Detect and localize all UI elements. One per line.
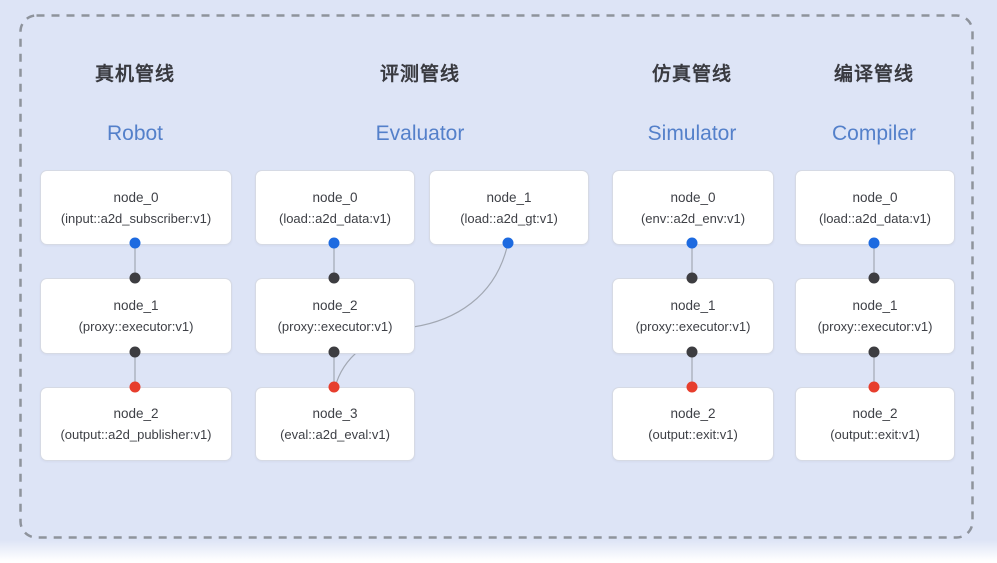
pipeline-title-en: Evaluator [375, 122, 465, 145]
node-title: node_2 [670, 406, 716, 421]
node-card-robot-node-2: node_2 (output::a2d_publisher:v1) [40, 387, 232, 461]
node-impl: (load::a2d_data:v1) [278, 210, 392, 226]
pipeline-title-en: Robot [106, 122, 164, 145]
node-title: node_2 [312, 298, 358, 313]
pipeline-title-zh: 真机管线 [94, 64, 175, 85]
node-impl: (output::exit:v1) [648, 427, 738, 442]
pipeline-header-evaluator: 评测管线 Evaluator [310, 62, 530, 147]
node-card-evaluator-node-2: node_2 (proxy::executor:v1) [255, 278, 415, 354]
node-card-evaluator-node-3: node_3 (eval::a2d_eval:v1) [255, 387, 415, 461]
pipeline-title-en: Compiler [831, 122, 917, 145]
node-impl: (proxy::executor:v1) [635, 319, 751, 334]
node-impl: (env::a2d_env:v1) [640, 210, 746, 226]
pipeline-header-compiler: 编译管线 Compiler [764, 62, 984, 147]
node-card-robot-node-1: node_1 (proxy::executor:v1) [40, 278, 232, 354]
node-impl: (output::exit:v1) [830, 427, 920, 442]
node-impl: (output::a2d_publisher:v1) [60, 427, 212, 442]
pipeline-title-zh: 编译管线 [833, 64, 914, 85]
node-title: node_1 [852, 298, 898, 313]
node-card-evaluator-node-0: node_0 (load::a2d_data:v1) [255, 170, 415, 245]
node-card-compiler-node-0: node_0 (load::a2d_data:v1) [795, 170, 955, 245]
pipeline-header-robot: 真机管线 Robot [25, 62, 245, 147]
node-title: node_2 [113, 406, 159, 421]
node-impl: (load::a2d_data:v1) [818, 210, 932, 226]
node-card-compiler-node-2: node_2 (output::exit:v1) [795, 387, 955, 461]
node-card-robot-node-0: node_0 (input::a2d_subscriber:v1) [40, 170, 232, 245]
node-impl: (proxy::executor:v1) [817, 319, 933, 334]
pipeline-title-zh: 评测管线 [379, 64, 460, 85]
node-impl: (eval::a2d_eval:v1) [280, 427, 390, 442]
node-card-simulator-node-0: node_0 (env::a2d_env:v1) [612, 170, 774, 245]
node-card-simulator-node-2: node_2 (output::exit:v1) [612, 387, 774, 461]
node-title: node_0 [670, 189, 716, 205]
node-title: node_0 [852, 189, 898, 205]
node-impl: (proxy::executor:v1) [277, 319, 393, 334]
node-title: node_1 [670, 298, 716, 313]
node-title: node_0 [312, 189, 358, 205]
node-impl: (input::a2d_subscriber:v1) [60, 210, 212, 226]
node-card-simulator-node-1: node_1 (proxy::executor:v1) [612, 278, 774, 354]
node-title: node_1 [486, 189, 532, 205]
node-impl: (proxy::executor:v1) [78, 319, 194, 334]
node-card-evaluator-node-1: node_1 (load::a2d_gt:v1) [429, 170, 589, 245]
node-title: node_2 [852, 406, 898, 421]
node-card-compiler-node-1: node_1 (proxy::executor:v1) [795, 278, 955, 354]
node-impl: (load::a2d_gt:v1) [460, 210, 558, 226]
node-title: node_0 [113, 189, 159, 205]
node-title: node_1 [113, 298, 159, 313]
node-title: node_3 [312, 406, 358, 421]
